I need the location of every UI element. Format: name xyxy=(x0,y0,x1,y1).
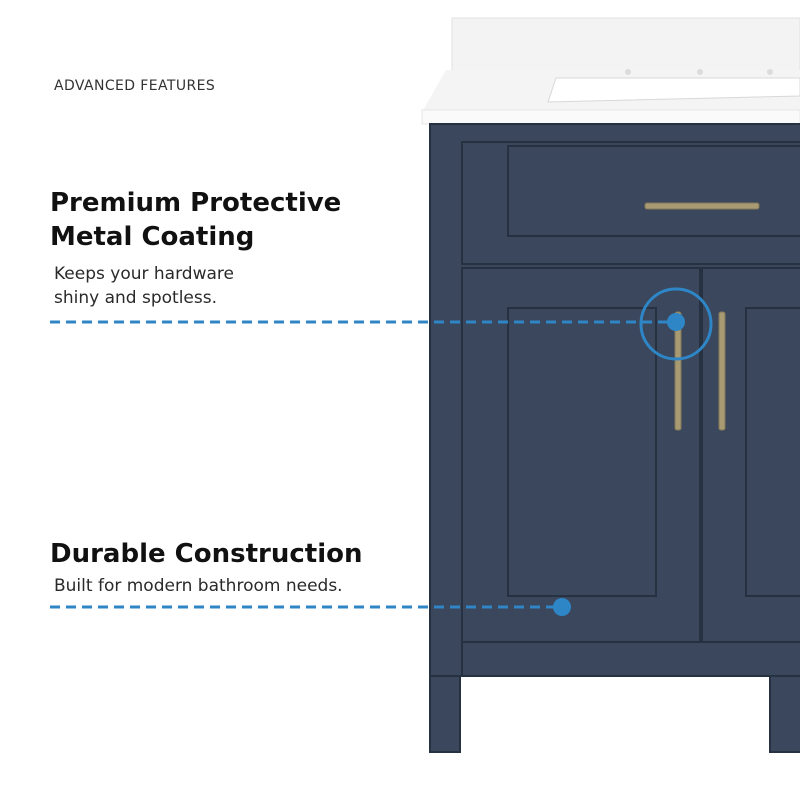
cabinet-right-leg xyxy=(769,675,800,753)
feature-desc-construction: Built for modern bathroom needs. xyxy=(54,574,343,598)
feature-title-construction: Durable Construction xyxy=(50,537,362,571)
feature-desc-line: Built for modern bathroom needs. xyxy=(54,576,343,596)
right-door-panel xyxy=(745,307,800,597)
feature-title-line: Premium Protective xyxy=(50,188,342,218)
cabinet-base xyxy=(461,641,800,677)
feature-title-coating: Premium Protective Metal Coating xyxy=(50,186,341,254)
feature-desc-coating: Keeps your hardware shiny and spotless. xyxy=(54,262,234,310)
faucet-hole xyxy=(625,69,631,75)
backsplash xyxy=(451,17,800,79)
feature-desc-line: Keeps your hardware xyxy=(54,264,234,284)
door-pull-left xyxy=(674,311,682,431)
drawer-panel xyxy=(507,145,800,237)
hardware xyxy=(644,202,760,431)
cabinet xyxy=(429,123,800,753)
callout-dot-coating xyxy=(667,313,685,331)
drawer-pull xyxy=(644,202,760,210)
left-door-panel xyxy=(507,307,657,597)
door-pull-right xyxy=(718,311,726,431)
faucet-hole xyxy=(767,69,773,75)
cabinet-left-leg xyxy=(429,675,461,753)
countertop-edge xyxy=(421,109,800,125)
section-eyebrow: ADVANCED FEATURES xyxy=(54,78,216,94)
faucet-hole xyxy=(697,69,703,75)
feature-title-line: Durable Construction xyxy=(50,539,363,569)
sink-basin xyxy=(547,77,800,103)
callout-ring-coating xyxy=(639,287,713,361)
feature-title-line: Metal Coating xyxy=(50,222,255,252)
callout-dot-construction xyxy=(553,598,571,616)
feature-desc-line: shiny and spotless. xyxy=(54,288,217,308)
